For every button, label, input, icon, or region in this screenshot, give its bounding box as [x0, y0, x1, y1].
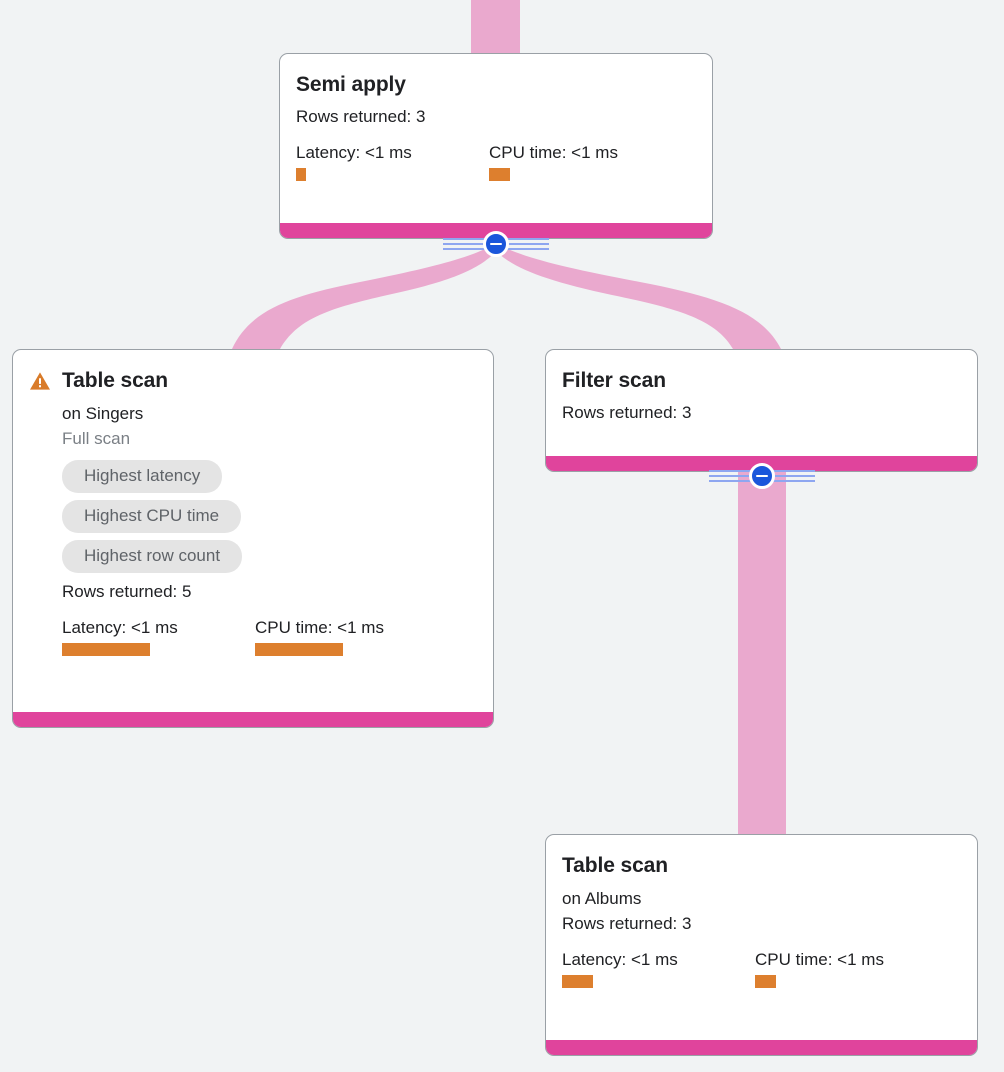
- rows-returned-text: Rows returned: 3: [562, 403, 692, 422]
- metric-latency: Latency: <1 ms: [62, 617, 255, 656]
- plan-node-table-scan-singers[interactable]: Table scan on Singers Full scan Highest …: [12, 349, 494, 728]
- warning-triangle-icon: [30, 372, 50, 390]
- node-subtitle: on Singers: [62, 404, 144, 423]
- node-title-row: Table scan on Singers Full scan Highest …: [29, 368, 477, 656]
- node-title: Table scan: [562, 854, 668, 877]
- metric-cpu-label: CPU time: <1 ms: [489, 143, 618, 162]
- metric-latency-bar: [296, 168, 306, 181]
- node-footer-bar: [13, 712, 493, 727]
- chip-highest-row-count[interactable]: Highest row count: [62, 540, 243, 573]
- metric-latency-bar: [562, 975, 593, 988]
- metric-cpu-bar: [755, 975, 776, 988]
- collapse-toggle-filter-scan[interactable]: [709, 463, 815, 489]
- metric-latency: Latency: <1 ms: [296, 142, 489, 181]
- edge-semi-apply-to-table-scan-singers: [232, 244, 497, 349]
- metric-latency-label: Latency: <1 ms: [296, 143, 412, 162]
- metric-cpu-bar: [489, 168, 510, 181]
- node-title-row: Table scan: [562, 853, 961, 879]
- metric-latency-label: Latency: <1 ms: [562, 950, 678, 969]
- metric-cpu-bar: [255, 643, 343, 656]
- edge-filter-scan-to-table-scan-albums: [738, 470, 786, 838]
- chip-highest-latency[interactable]: Highest latency: [62, 460, 223, 493]
- plan-node-semi-apply[interactable]: Semi apply Rows returned: 3 Latency: <1 …: [279, 53, 713, 239]
- metric-cpu: CPU time: <1 ms: [489, 142, 618, 181]
- node-footer-bar: [546, 1040, 977, 1055]
- metric-latency-bar: [62, 643, 150, 656]
- node-title-row: Semi apply: [296, 72, 696, 98]
- node-title: Filter scan: [562, 369, 666, 392]
- plan-node-filter-scan[interactable]: Filter scan Rows returned: 3: [545, 349, 978, 472]
- node-metrics: Latency: <1 ms CPU time: <1 ms: [562, 949, 961, 988]
- node-title: Semi apply: [296, 73, 406, 96]
- edge-semi-apply-to-filter-scan: [495, 244, 781, 349]
- node-body: Table scan on Albums Rows returned: 3 La…: [546, 835, 977, 1040]
- node-metrics: Latency: <1 ms CPU time: <1 ms: [296, 142, 696, 181]
- edge-root-to-semi-apply: [471, 0, 520, 56]
- metric-cpu: CPU time: <1 ms: [755, 949, 884, 988]
- node-metrics: Latency: <1 ms CPU time: <1 ms: [62, 617, 477, 656]
- node-body: Semi apply Rows returned: 3 Latency: <1 …: [280, 54, 712, 223]
- metric-cpu-label: CPU time: <1 ms: [755, 950, 884, 969]
- node-chip-list: Highest latency Highest CPU time Highest…: [62, 460, 477, 573]
- node-body: Table scan on Singers Full scan Highest …: [13, 350, 493, 712]
- metric-cpu-label: CPU time: <1 ms: [255, 618, 384, 637]
- metric-latency: Latency: <1 ms: [562, 949, 755, 988]
- collapse-minus-icon[interactable]: [749, 463, 775, 489]
- rows-returned-text: Rows returned: 3: [296, 107, 426, 126]
- rows-returned-text: Rows returned: 3: [562, 914, 692, 933]
- collapse-minus-icon[interactable]: [483, 231, 509, 257]
- plan-node-table-scan-albums[interactable]: Table scan on Albums Rows returned: 3 La…: [545, 834, 978, 1056]
- metric-cpu: CPU time: <1 ms: [255, 617, 384, 656]
- node-title: Table scan: [62, 369, 168, 392]
- collapse-toggle-semi-apply[interactable]: [443, 231, 549, 257]
- node-scan-type: Full scan: [62, 429, 131, 448]
- node-body: Filter scan Rows returned: 3: [546, 350, 977, 456]
- metric-latency-label: Latency: <1 ms: [62, 618, 178, 637]
- node-subtitle: on Albums: [562, 889, 642, 908]
- chip-highest-cpu-time[interactable]: Highest CPU time: [62, 500, 242, 533]
- rows-returned-text: Rows returned: 5: [62, 582, 192, 601]
- node-title-row: Filter scan: [562, 368, 961, 394]
